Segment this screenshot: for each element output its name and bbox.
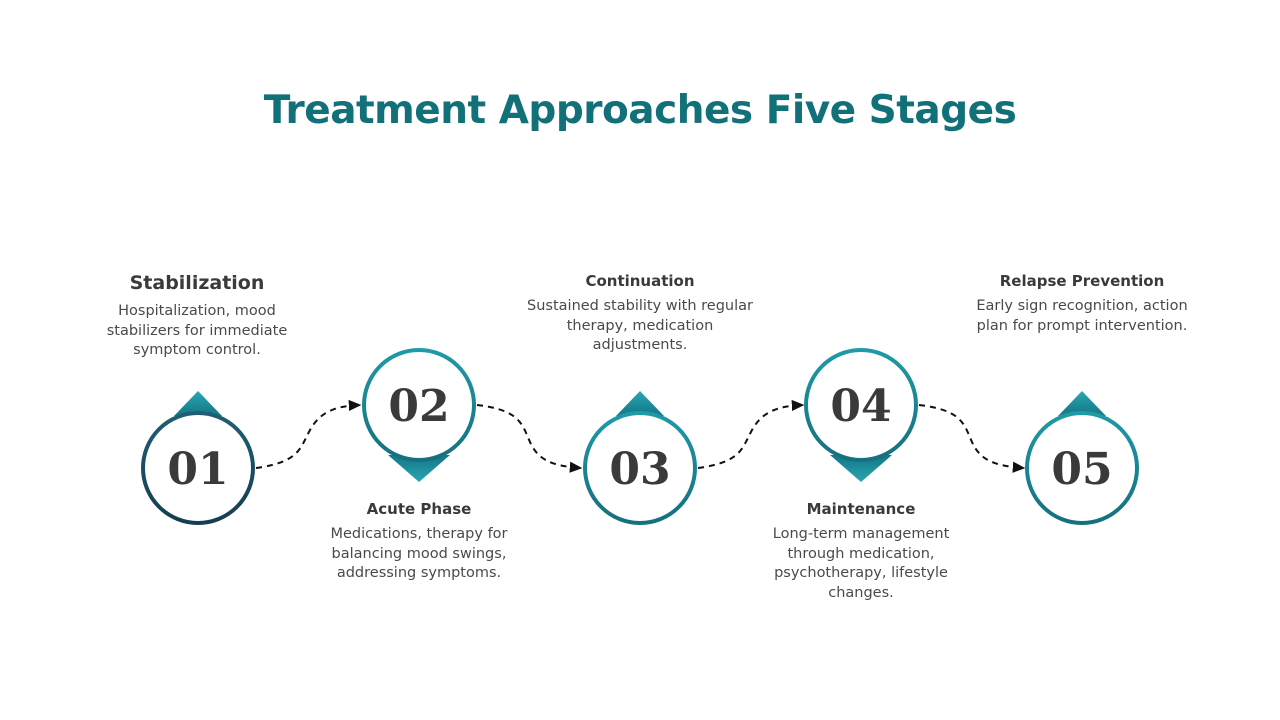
stage-02-title: Acute Phase	[366, 500, 472, 518]
stage-03-node: 03	[583, 391, 697, 525]
stage-02-pointer	[388, 455, 450, 482]
stage-04-text: Maintenance Long-term management through…	[741, 500, 981, 603]
stage-04-title: Maintenance	[806, 500, 916, 518]
stage-04-description: Long-term management through medication,…	[772, 526, 950, 601]
stage-01-description: Hospitalization, mood stabilizers for im…	[106, 303, 288, 358]
stage-01-number: 01	[167, 444, 228, 495]
stage-01-node: 01	[141, 391, 255, 525]
page-title: Treatment Approaches Five Stages	[263, 88, 1017, 133]
stage-01-text: Stabilization Hospitalization, mood stab…	[77, 272, 317, 361]
stage-05-number: 05	[1051, 444, 1112, 495]
stage-02-number: 02	[388, 381, 449, 432]
stage-02-node: 02	[362, 348, 476, 482]
stage-05-node: 05	[1025, 391, 1139, 525]
stage-02-description: Medications, therapy for balancing mood …	[330, 526, 508, 581]
stage-04-node: 04	[804, 348, 918, 482]
stage-03-number: 03	[609, 444, 670, 495]
stage-03-text: Continuation Sustained stability with re…	[520, 272, 760, 356]
stage-03-description: Sustained stability with regular therapy…	[527, 298, 753, 353]
stage-03-title: Continuation	[585, 272, 695, 290]
connector-04-05	[918, 404, 1026, 473]
stage-05-pointer	[1058, 391, 1106, 416]
stage-01-pointer	[174, 391, 222, 416]
stage-05-text: Relapse Prevention Early sign recognitio…	[962, 272, 1202, 336]
stage-05-description: Early sign recognition, action plan for …	[976, 298, 1188, 334]
stage-04-pointer	[830, 455, 892, 482]
connector-02-03	[476, 404, 583, 473]
connector-03-04	[697, 399, 805, 469]
connector-01-02	[255, 399, 362, 469]
stage-02-text: Acute Phase Medications, therapy for bal…	[299, 500, 539, 584]
stage-03-pointer	[616, 391, 664, 416]
stage-01-title: Stabilization	[129, 272, 265, 294]
stage-04-number: 04	[830, 381, 891, 432]
stage-05-title: Relapse Prevention	[999, 272, 1165, 290]
